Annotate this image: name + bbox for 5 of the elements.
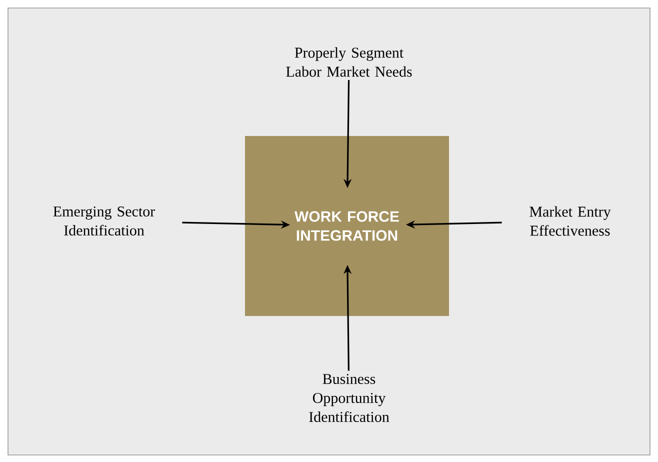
integration-box: WORK FORCE INTEGRATION: [245, 136, 449, 316]
factor-label: Properly Segment Labor Market Needs: [286, 47, 412, 77]
factor-label: Market Entry Effectiveness: [530, 206, 611, 236]
factor-label: Emerging Sector Identification: [53, 206, 155, 236]
factor-label: Business Opportunity Identification: [309, 374, 390, 422]
